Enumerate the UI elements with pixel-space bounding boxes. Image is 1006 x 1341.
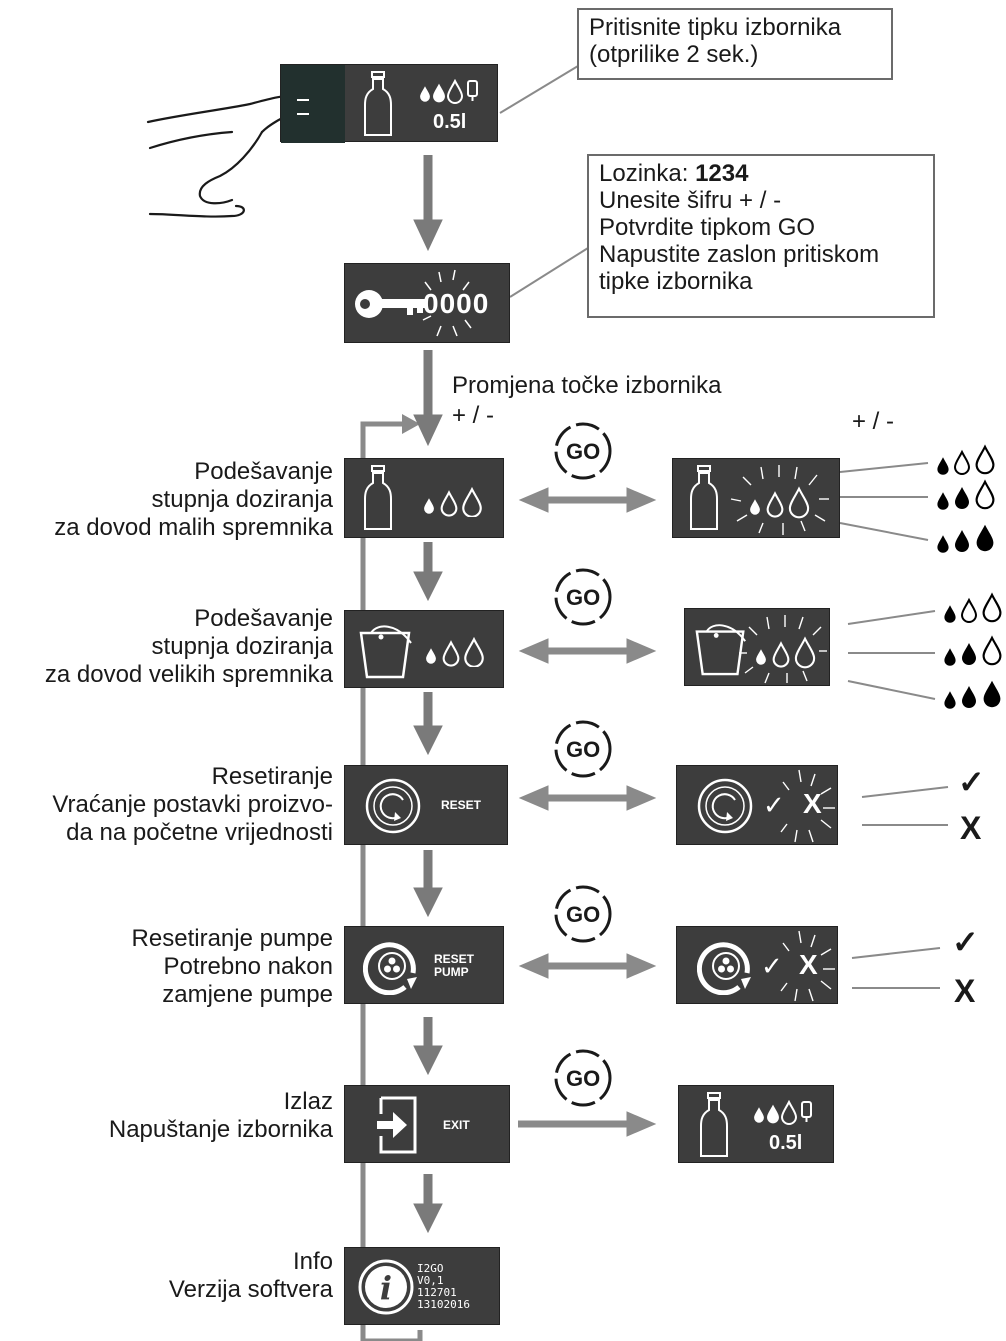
password-callout: Lozinka: 1234 Unesite šifru + / - Potvrd… (587, 154, 935, 318)
password-digits: 0000 (423, 288, 490, 319)
cross-option: X (803, 788, 822, 819)
password-value: 1234 (695, 160, 749, 187)
go-label: GO (566, 737, 601, 762)
blinking-drops-icon (730, 465, 829, 535)
return-loop-line (360, 421, 405, 1341)
info-line-2: V0,1 (417, 1274, 444, 1287)
callout-line: tipke izbornika (599, 268, 753, 295)
press-menu-callout: Pritisnite tipku izbornika (otprilike 2 … (577, 8, 893, 80)
pump-icon (363, 942, 417, 995)
bottle-icon (690, 465, 718, 530)
bucket-icon (695, 624, 746, 676)
go-label: GO (566, 439, 601, 464)
screen-small-dosing[interactable] (344, 458, 504, 538)
cross-option-outside: X (960, 810, 982, 846)
reset-pump-text-1: RESET (434, 952, 475, 966)
callout-line: Unesite šifru + / - (599, 187, 782, 214)
plus-minus-left: + / - (452, 402, 495, 429)
bottle-icon (364, 465, 392, 530)
blinking-drops-icon (739, 615, 827, 684)
home-screen-top: 0.5l (280, 64, 498, 143)
reset-icon (365, 778, 421, 834)
volume-value: 0.5l (433, 111, 467, 133)
reset-pump-text-2: PUMP (434, 965, 469, 979)
screen-large-dosing-edit (684, 608, 830, 686)
check-option-outside: ✓ (958, 764, 985, 800)
go-circle (554, 885, 612, 943)
check-option-outside: ✓ (952, 924, 979, 960)
blink-rays (780, 769, 835, 843)
double-arrows (518, 487, 657, 1137)
home-screen-after-exit: 0.5l (678, 1085, 834, 1163)
callout-line: (otprilike 2 sek.) (589, 41, 759, 68)
screen-reset[interactable]: RESET (344, 765, 508, 845)
password-screen: 0000 (344, 263, 510, 343)
go-label: GO (566, 1066, 601, 1091)
screen-exit[interactable]: EXIT (344, 1085, 510, 1163)
go-circle (554, 720, 612, 778)
pump-icon (697, 942, 751, 995)
blink-rays (422, 269, 472, 337)
bottle-icon (700, 1092, 728, 1157)
blink-rays (780, 930, 835, 1002)
menu-lines-icon (297, 99, 309, 115)
go-label: GO (566, 902, 601, 927)
go-circle (554, 422, 612, 480)
reset-screen-text: RESET (441, 798, 482, 812)
exit-screen-text: EXIT (443, 1118, 470, 1132)
bottle-icon (364, 71, 392, 136)
drops-icon (424, 488, 482, 517)
drops-icon (426, 638, 484, 667)
go-circle (554, 568, 612, 626)
screen-large-dosing[interactable] (344, 610, 504, 688)
go-label: GO (566, 585, 601, 610)
check-option: ✓ (761, 951, 783, 981)
password-label: Lozinka: (599, 160, 696, 187)
go-circle (554, 1049, 612, 1107)
cross-option-outside: X (954, 973, 976, 1009)
screen-reset-confirm: ✓ X (676, 765, 838, 845)
callout-line: Potvrdite tipkom GO (599, 214, 816, 241)
callout-line: Napustite zaslon pritiskom (599, 241, 880, 268)
plus-minus-right: + / - (852, 408, 895, 435)
drops-icon (420, 80, 478, 104)
drop-options-large (944, 593, 1002, 709)
drop-options-small (937, 445, 995, 553)
menu-button-area[interactable] (281, 65, 345, 143)
volume-value: 0.5l (769, 1132, 803, 1154)
screen-small-dosing-edit (672, 458, 840, 538)
change-item-label: Promjena točke izbornika (452, 372, 722, 399)
key-icon (355, 290, 425, 318)
bucket-icon (359, 625, 412, 679)
info-line-1: I2GO (417, 1262, 444, 1275)
down-arrows (413, 155, 443, 1234)
reset-icon (697, 778, 753, 834)
exit-icon (377, 1096, 417, 1154)
screen-reset-pump-confirm: ✓ X (676, 926, 838, 1004)
cross-option: X (799, 949, 818, 980)
screen-reset-pump[interactable]: RESET PUMP (344, 926, 504, 1004)
info-icon: i (358, 1259, 414, 1315)
screen-info[interactable]: i I2GO V0,1 112701 13102016 (344, 1247, 500, 1325)
svg-text:i: i (380, 1269, 392, 1307)
drops-icon (754, 1101, 812, 1125)
check-option: ✓ (763, 790, 785, 820)
info-line-4: 13102016 (417, 1298, 470, 1311)
callout-line: Pritisnite tipku izbornika (589, 14, 842, 41)
info-line-3: 112701 (417, 1286, 457, 1299)
